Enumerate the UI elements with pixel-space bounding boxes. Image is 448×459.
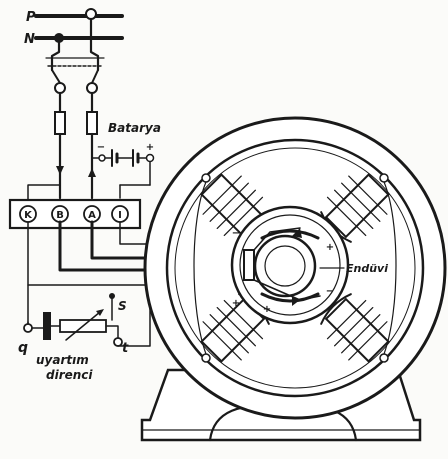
battery-minus: − — [97, 142, 105, 153]
field-poles — [193, 173, 397, 363]
resistor-label-line1: uyartım — [36, 353, 89, 367]
armature: − + − + − + Endüvi — [230, 205, 388, 325]
armature-minus-left: − — [232, 228, 240, 239]
armature-minus-right: − — [326, 286, 334, 297]
terminal-k: K — [24, 210, 33, 221]
bus-p-label: P — [26, 10, 36, 25]
resistor-label-line2: direnci — [46, 368, 93, 382]
armature-plus-bottom: + — [263, 304, 271, 315]
terminal-t-label: t — [122, 341, 129, 356]
terminal-i: I — [118, 210, 122, 221]
terminal-q-label: q — [18, 340, 28, 356]
field-resistor: S q t uyartım direnci — [18, 293, 151, 382]
bus-n-label: N — [24, 32, 35, 47]
supply-bus: P N — [24, 8, 124, 47]
rotor-label: Endüvi — [346, 262, 388, 275]
terminal-b: B — [56, 210, 64, 221]
armature-plus-left: + — [232, 298, 240, 309]
terminal-s-label: S — [118, 299, 127, 313]
armature-minus-top: − — [266, 230, 274, 241]
terminal-a: A — [88, 210, 96, 221]
battery: Batarya + − — [91, 121, 161, 199]
fuses — [54, 91, 98, 200]
starter-terminal-block: K B A I — [8, 198, 142, 230]
battery-plus: + — [146, 142, 154, 153]
knife-switch — [45, 17, 105, 94]
battery-label: Batarya — [108, 121, 161, 135]
armature-plus-right: + — [326, 242, 334, 253]
